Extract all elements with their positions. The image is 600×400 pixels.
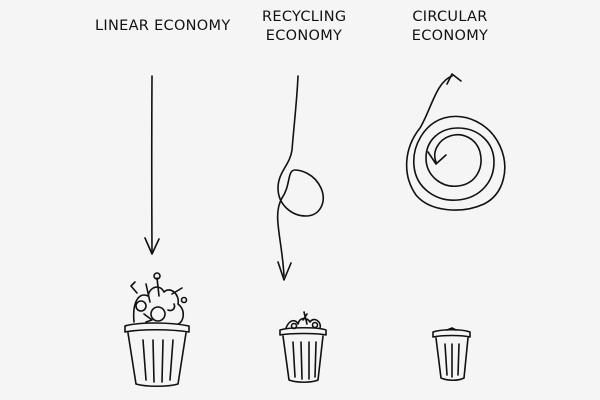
recycling-loop-arrow-icon	[278, 76, 324, 280]
recycling-trash-bin-icon	[280, 312, 326, 382]
linear-full-trash-bin-icon	[125, 273, 189, 386]
linear-down-arrow-icon	[145, 76, 159, 254]
circular-trash-bin-icon	[433, 328, 470, 380]
circular-spiral-arrow-icon	[407, 74, 505, 210]
